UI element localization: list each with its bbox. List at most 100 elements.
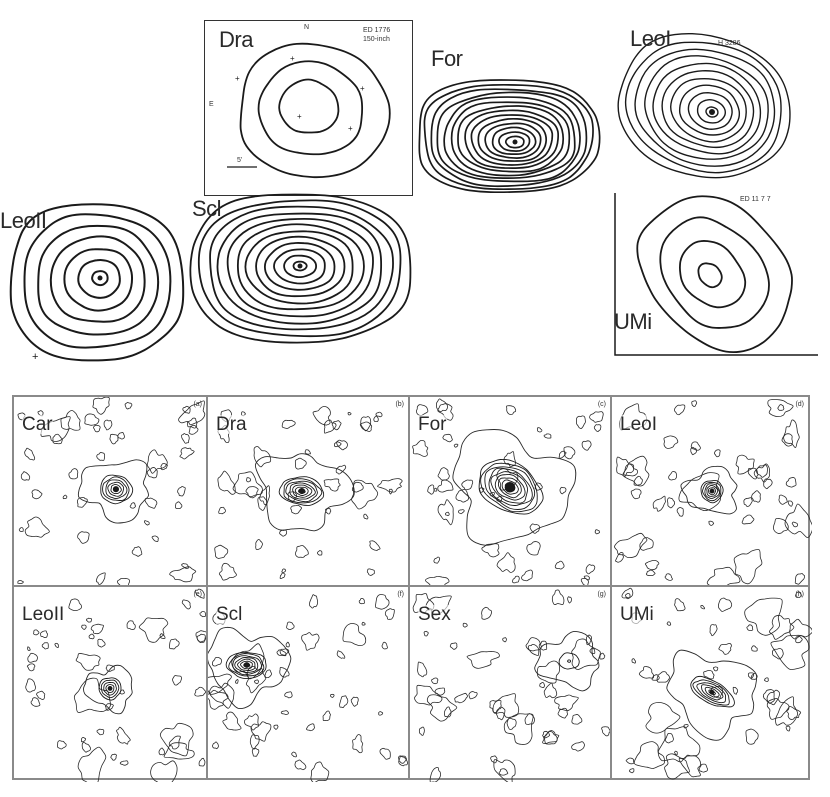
leoi-isopleth-contours [617,32,791,179]
noise-contour [279,529,288,537]
noise-contour [436,398,449,413]
noise-contour [775,696,799,726]
noise-contour [381,641,388,650]
noise-contour [181,433,190,444]
noise-contour [361,621,366,626]
noise-contour [536,660,561,684]
isopleth-contour [687,92,733,130]
noise-contour [423,630,429,637]
isopleth-contour [697,262,723,289]
noise-contour [665,732,674,744]
noise-contour [668,471,677,481]
noise-contour [249,734,260,749]
noise-contour [781,433,793,447]
noise-contour [554,560,565,570]
core-contour [558,652,580,670]
isopleth-contour [239,42,391,179]
noise-contour [146,449,168,474]
for2-contour-map: For(c) [408,395,612,589]
isopleth-contour [63,248,134,312]
car-label: Car [22,414,53,435]
core-peak [107,685,113,691]
halo-contour [254,453,355,532]
core-peak [709,689,715,695]
noise-contour [741,514,755,525]
noise-contour [442,433,453,443]
noise-contour [708,520,715,526]
halo-contour [452,429,577,546]
noise-contour [763,478,773,490]
noise-contour [571,741,585,752]
noise-contour [290,504,303,515]
core-marker [297,263,303,269]
noise-contour [771,647,784,660]
noise-contour [551,589,565,606]
noise-contour [433,556,441,564]
noise-contour [657,726,701,763]
noise-contour [103,419,113,431]
noise-contour [181,563,189,569]
core-contour [696,682,727,704]
isopleth-contour [470,114,554,166]
noise-contour [755,464,768,478]
noise-contour [68,598,82,612]
noise-contour [449,642,458,650]
noise-contour [778,494,788,505]
scl2-panel-letter: (f) [397,591,404,598]
isopleth-contour [491,126,537,155]
noise-contour [732,686,739,695]
noise-contour [753,463,771,483]
isopleth-contour [679,240,747,309]
noise-contour [713,449,721,458]
noise-contour [378,711,384,716]
isopleth-contour [477,117,548,162]
isopleth-contour [216,212,383,325]
core-contour [234,657,259,673]
noise-contour [208,689,229,710]
noise-contour [524,713,535,726]
core-contour [228,653,265,677]
isopleth-contour [504,135,525,149]
noise-contour [785,725,791,732]
noise-contour [703,669,715,680]
noise-contour [506,717,517,730]
noise-contour [718,642,732,655]
noise-contour [717,597,733,612]
noise-contour [143,520,150,526]
noise-contour [744,597,783,636]
noise-contour [437,403,454,421]
noise-contour [273,724,279,730]
noise-contour [481,606,492,620]
noise-contour [124,401,133,410]
noise-contour [437,499,454,526]
noise-contour [194,686,207,697]
noise-contour [709,624,718,637]
leoi2-label: LeoI [620,414,657,435]
core-contour [107,481,125,497]
noise-contour [178,400,206,426]
isopleth-contour [273,248,326,285]
noise-contour [281,568,287,574]
noise-contour [674,598,686,612]
halo-contour [680,465,738,515]
noise-contour [73,677,111,713]
noise-contour [443,706,452,718]
noise-contour [333,441,342,448]
noise-contour [358,597,365,605]
noise-contour [543,433,552,439]
core-marker [97,275,103,281]
noise-contour [160,462,168,471]
noise-contour [218,506,226,515]
noise-contour [20,471,31,481]
isopleth-contour [661,70,755,149]
noise-contour [280,710,289,716]
noise-contour [751,490,761,503]
noise-contour [188,424,199,435]
noise-contour [601,726,611,737]
noise-contour [85,617,93,623]
leoi-label: LeoI [630,26,671,51]
noise-contour [52,433,63,445]
noise-contour [398,755,407,764]
noise-contour [62,494,68,500]
noise-contour [622,455,650,487]
